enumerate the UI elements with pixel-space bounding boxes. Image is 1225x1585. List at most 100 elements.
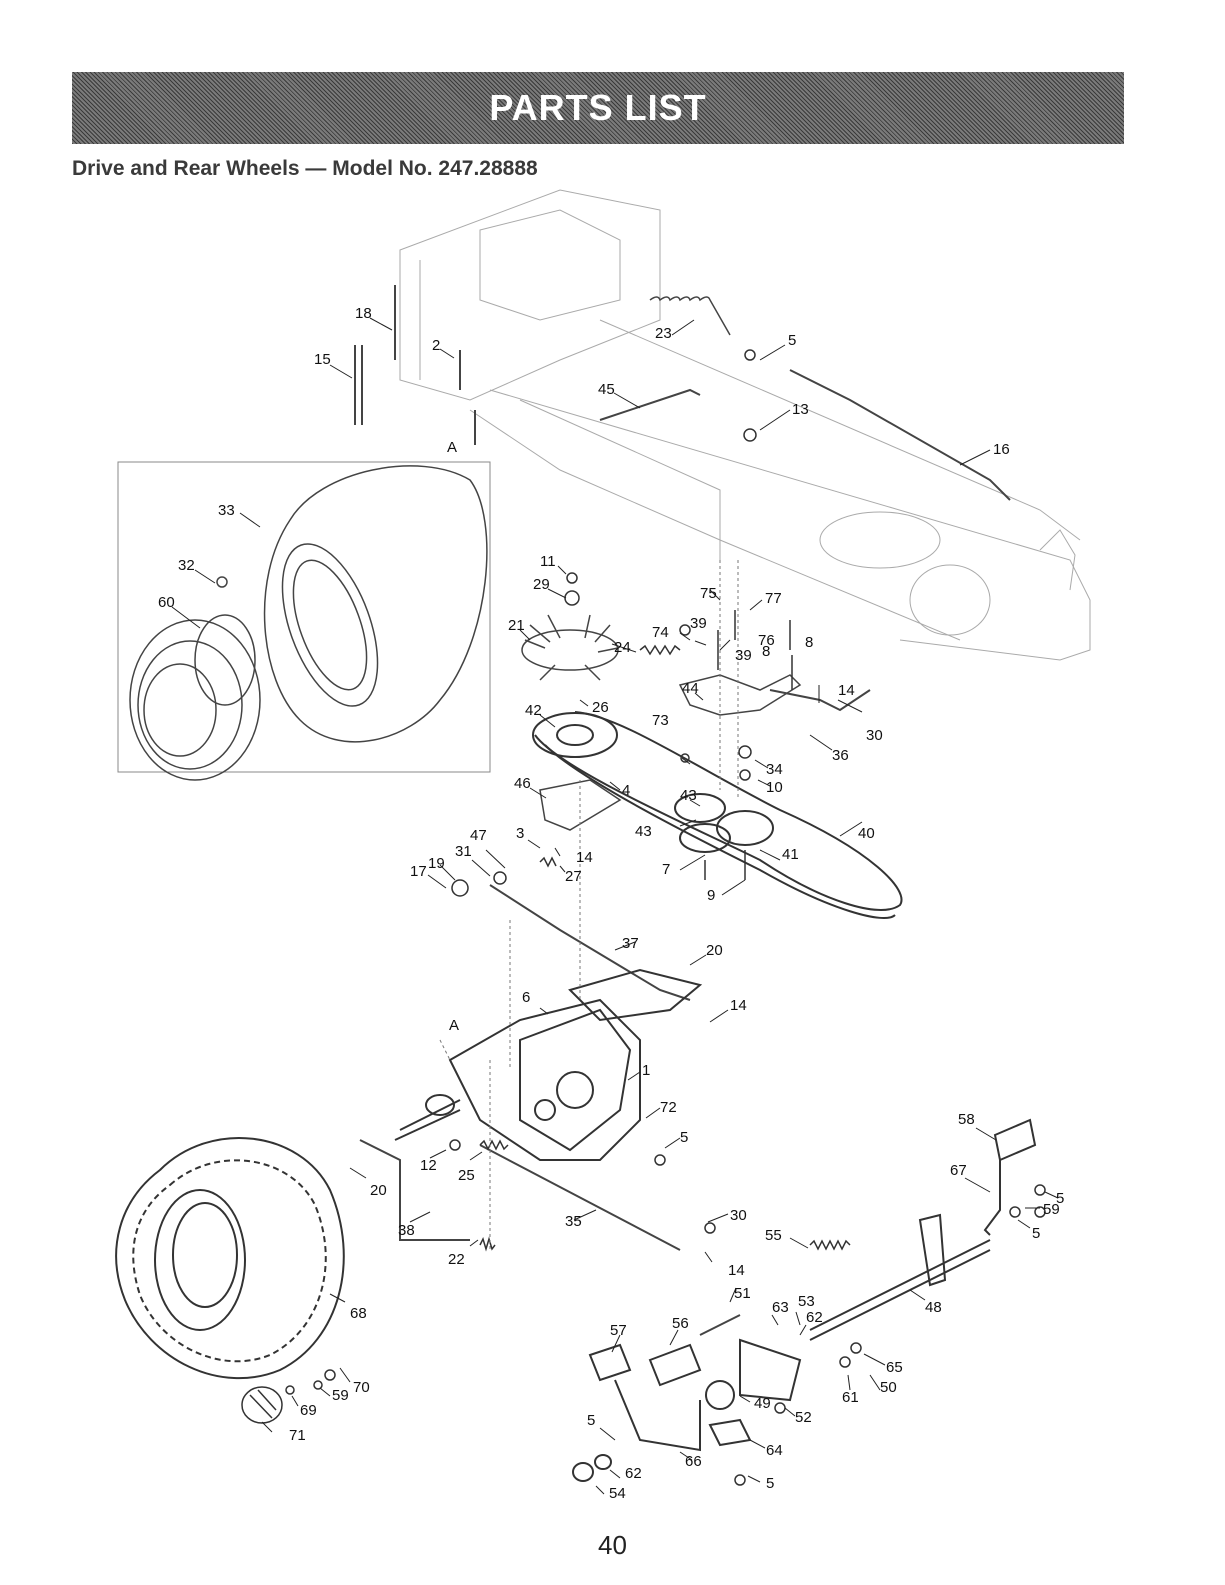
callout-37: 37 [622, 935, 639, 952]
callout-62: 62 [806, 1309, 823, 1326]
callout-8: 8 [762, 643, 770, 660]
callout-30: 30 [730, 1207, 747, 1224]
rods-and-cables [354, 285, 1011, 1336]
callout-34: 34 [766, 761, 783, 778]
callout-23: 23 [655, 325, 672, 342]
callout-5: 5 [587, 1412, 595, 1429]
callout-14: 14 [576, 849, 593, 866]
callout-69: 69 [300, 1402, 317, 1419]
inset-tire-rim [129, 465, 488, 781]
callout-27: 27 [565, 868, 582, 885]
belt-and-pulleys [532, 711, 903, 919]
callout-7: 7 [662, 861, 670, 878]
callout-54: 54 [609, 1485, 626, 1502]
callout-77: 77 [765, 590, 782, 607]
callout-64: 64 [766, 1442, 783, 1459]
callout-24: 24 [614, 639, 631, 656]
callout-10: 10 [766, 779, 783, 796]
callout-73: 73 [652, 712, 669, 729]
idler-bracket-44 [678, 674, 802, 716]
callout-13: 13 [792, 401, 809, 418]
callout-6: 6 [522, 989, 530, 1006]
callout-39: 39 [690, 615, 707, 632]
callout-33: 33 [218, 502, 235, 519]
callout-1: 1 [642, 1062, 650, 1079]
callout-72: 72 [660, 1099, 677, 1116]
inset-frame [117, 461, 491, 773]
callout-43: 43 [635, 823, 652, 840]
callout-20: 20 [706, 942, 723, 959]
callout-53: 53 [798, 1293, 815, 1310]
callout-32: 32 [178, 557, 195, 574]
callout-26: 26 [592, 699, 609, 716]
callout-42: 42 [525, 702, 542, 719]
callout-56: 56 [672, 1315, 689, 1332]
callout-17: 17 [410, 863, 427, 880]
callout-16: 16 [993, 441, 1010, 458]
callout-44: 44 [682, 680, 699, 697]
springs [479, 644, 851, 1252]
fan-21 [521, 614, 619, 681]
alignment-lines [439, 560, 739, 1250]
callout-14: 14 [728, 1262, 745, 1279]
chassis-frame [399, 189, 1091, 661]
callout-76: 76 [758, 632, 775, 649]
spring-23 [649, 296, 731, 336]
callout-25: 25 [458, 1167, 475, 1184]
callout-5: 5 [788, 332, 796, 349]
callout-22: 22 [448, 1251, 465, 1268]
callout-57: 57 [610, 1322, 627, 1339]
callout-9: 9 [707, 887, 715, 904]
callout-20: 20 [370, 1182, 387, 1199]
callout-65: 65 [886, 1359, 903, 1376]
callout-48: 48 [925, 1299, 942, 1316]
callout-36: 36 [832, 747, 849, 764]
callout-52: 52 [795, 1409, 812, 1426]
callout-14: 14 [838, 682, 855, 699]
callout-leaders [171, 317, 1059, 1495]
callout-71: 71 [289, 1427, 306, 1444]
page-number: 40 [598, 1530, 627, 1560]
callout-66: 66 [685, 1453, 702, 1470]
callout-63: 63 [772, 1299, 789, 1316]
callout-46: 46 [514, 775, 531, 792]
callout-2: 2 [432, 337, 440, 354]
callout-58: 58 [958, 1111, 975, 1128]
callout-11: 11 [540, 553, 556, 570]
callout-61: 61 [842, 1389, 859, 1406]
callout-3: 3 [516, 825, 524, 842]
callout-21: 21 [508, 617, 525, 634]
callout-4: 4 [622, 782, 630, 799]
callout-A: A [447, 439, 457, 456]
callout-68: 68 [350, 1305, 367, 1322]
callout-14: 14 [730, 997, 747, 1014]
callout-19: 19 [428, 855, 445, 872]
callout-43: 43 [680, 787, 697, 804]
callout-45: 45 [598, 381, 615, 398]
callout-12: 12 [420, 1157, 437, 1174]
header-banner: PARTS LIST [72, 72, 1124, 144]
rear-wheel-68 [115, 1136, 345, 1380]
callout-A: A [449, 1017, 459, 1034]
transaxle-assembly [394, 968, 703, 1161]
callout-29: 29 [533, 576, 550, 593]
callout-30: 30 [866, 727, 883, 744]
bracket-46 [539, 779, 622, 831]
callout-5: 5 [1032, 1225, 1040, 1242]
callout-41: 41 [782, 846, 799, 863]
callout-60: 60 [158, 594, 175, 611]
hub-cap-71 [241, 1386, 283, 1424]
callout-70: 70 [353, 1379, 370, 1396]
callout-59: 59 [332, 1387, 349, 1404]
callout-8: 8 [805, 634, 813, 651]
section-subtitle: Drive and Rear Wheels — Model No. 247.28… [72, 157, 538, 180]
callout-38: 38 [398, 1222, 415, 1239]
callout-35: 35 [565, 1213, 582, 1230]
callout-67: 67 [950, 1162, 967, 1179]
callout-75: 75 [700, 585, 717, 602]
callout-51: 51 [734, 1285, 751, 1302]
callout-55: 55 [765, 1227, 782, 1244]
callout-49: 49 [754, 1395, 771, 1412]
